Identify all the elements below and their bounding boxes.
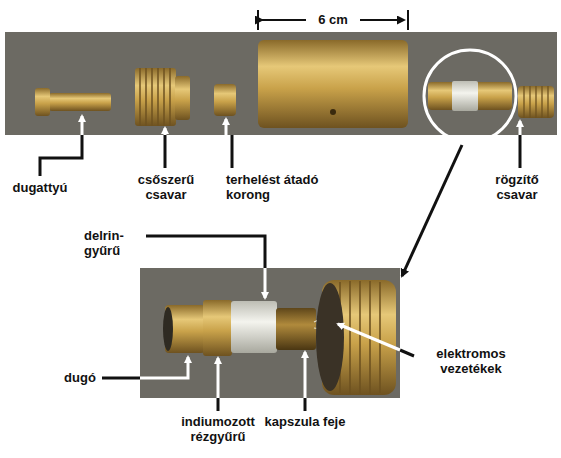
highlight-circle [424,50,516,142]
delrin-ring [231,301,277,353]
leader-lines [40,116,520,276]
fixing-screw [518,86,554,118]
piston [35,88,111,116]
photo-background [5,32,557,135]
tubular-screw [135,68,190,126]
plug [163,305,205,353]
dimension-marker [258,10,408,30]
part-label: csőszerű csavar [122,172,210,202]
part-label: dugó [60,370,100,385]
part-label: elektromos vezetékek [416,346,526,376]
indium-ring [203,300,232,356]
load-disk [214,84,236,116]
part-label: delrin- gyűrű [84,228,144,258]
part-label: indiumozott rézgyűrű [160,414,276,444]
part-label: dugattyú [4,180,76,195]
housing-cylinder [258,40,408,128]
part-label: rögzítő csavar [477,172,557,202]
leader-lines [102,236,414,411]
photo-background [140,268,400,398]
fixing-screw [316,280,396,395]
capsule-head [276,308,316,350]
capsule [428,81,512,111]
dimension-label: 6 cm [306,12,360,27]
part-label: kapszula feje [262,414,348,429]
part-label: terhelést átadó korong [226,172,346,202]
